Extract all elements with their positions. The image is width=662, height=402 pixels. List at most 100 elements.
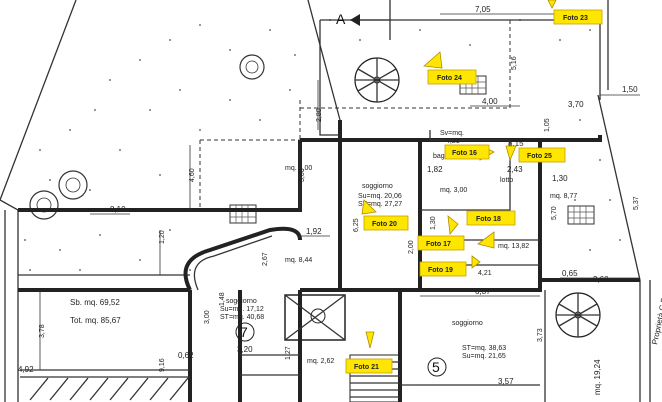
dimension-label: 8,10: [110, 205, 126, 214]
dimension-label: 2,00: [408, 240, 415, 254]
dimension-label: 1,27: [285, 346, 292, 360]
dimension-label: 1,30: [552, 174, 568, 183]
photo-tag-16[interactable]: Foto 16: [444, 144, 490, 160]
dimension-label: 3,73: [537, 328, 544, 342]
photo-tag-17[interactable]: Foto 17: [417, 235, 465, 251]
room-number-7: 7: [235, 322, 255, 342]
photo-tag-23[interactable]: Foto 23: [553, 9, 603, 25]
room-name-label: soggiorno: [452, 320, 483, 327]
room-number: 5: [432, 359, 440, 375]
room-number-5: 5: [427, 357, 447, 377]
photo-tag-label: Foto 18: [476, 216, 501, 223]
photo-arrow: [471, 255, 481, 269]
photo-tag-label: Foto 20: [372, 221, 397, 228]
dimension-label: 3,00: [299, 168, 306, 182]
photo-arrow: [477, 231, 495, 249]
room-area-label: Su=mq. 21,65: [462, 353, 506, 360]
dimension-label: 2,80: [316, 108, 323, 122]
room-area-label: Su=mq. 20,06: [358, 193, 402, 200]
spiral-stair-top: [354, 57, 400, 103]
dimension-label: 5,16: [511, 56, 518, 70]
dimension-labels: 7,05 1,50 3,70 4,00 2,80 3,00 4,60 8,10 …: [18, 5, 640, 386]
dashed-overhang: [199, 20, 511, 210]
photo-arrow: [447, 215, 459, 236]
photo-tag-24[interactable]: Foto 24: [427, 69, 477, 85]
section-marker-label: A: [336, 11, 346, 27]
room-area-label: mq. 3,00: [440, 187, 467, 194]
dimension-label: 3,70: [568, 100, 584, 109]
photo-tag-label: Foto 23: [563, 15, 588, 22]
room-area-label: 4,21: [446, 138, 460, 145]
room-name-label: soggiorno: [226, 298, 257, 305]
dimension-label: 1,92: [306, 227, 322, 236]
photo-tag-label: Foto 24: [437, 75, 462, 82]
dimension-label: 6,25: [353, 218, 360, 232]
photo-tag-25[interactable]: Foto 25: [518, 147, 566, 163]
room-area-label: ST=mq. 27,27: [358, 201, 402, 208]
curved-wall-inner: [193, 235, 273, 291]
photo-tag-label: Foto 25: [527, 153, 552, 160]
room-area-label: Su=mq. 17,12: [220, 306, 264, 313]
photo-tag-label: Foto 21: [354, 364, 379, 371]
photo-tag-18[interactable]: Foto 18: [466, 210, 516, 226]
dimension-label: 2,67: [262, 252, 269, 266]
dimension-label: 1,20: [159, 230, 166, 244]
garden-area-label: Sb. mq. 69,52: [70, 298, 120, 307]
dimension-label: 0,62: [178, 351, 194, 360]
photo-arrow: [423, 51, 443, 69]
photo-tag-19[interactable]: Foto 19: [419, 261, 467, 277]
photo-tag-label: Foto 16: [452, 150, 477, 157]
room-area-label: mq. 13,82: [498, 243, 529, 250]
dimension-label: 1,30: [430, 216, 437, 230]
dimension-label: 1,48: [219, 292, 226, 306]
photo-arrow: [365, 331, 375, 349]
room-area-label: Sv=mq.: [440, 130, 464, 137]
room-area-label: 4,21: [478, 270, 492, 277]
dimension-label: 9,16: [159, 358, 166, 372]
room-area-label: mq. 8,44: [285, 257, 312, 264]
room-area-label: mq. 2,62: [307, 358, 334, 365]
photo-arrow: [505, 145, 517, 162]
dimension-label: 3,57: [498, 377, 514, 386]
dimension-label: 4,92: [18, 365, 34, 374]
room-name-label: lotto: [500, 177, 513, 184]
dimension-label: 4,00: [482, 97, 498, 106]
dimension-label: 3,78: [39, 324, 46, 338]
curved-wall: [183, 226, 302, 291]
hatched-strip: [29, 377, 189, 401]
dimension-label: 1,05: [544, 118, 551, 132]
room-area-label: mq. 19,24: [593, 359, 602, 395]
dimension-label: 5,70: [551, 206, 558, 220]
spiral-stair-bottom: [555, 292, 601, 338]
room-area-label: mq. 8,77: [550, 193, 577, 200]
dimension-label: 3,20: [237, 345, 253, 354]
dimension-label: 1,50: [622, 85, 638, 94]
dimension-label: 4,60: [189, 168, 196, 182]
dimension-label: 7,05: [475, 5, 491, 14]
dimension-label: 3,60: [593, 275, 609, 284]
dimension-label: 6,37: [475, 287, 491, 296]
dimension-label: 2,43: [507, 165, 523, 174]
dimension-label: 5,37: [633, 196, 640, 210]
photo-tag-21[interactable]: Foto 21: [345, 358, 393, 374]
room-number: 7: [240, 324, 248, 340]
dimension-label: 3,00: [204, 310, 211, 324]
garden-total-label: Tot. mq. 85,67: [70, 316, 121, 325]
dimension-label: 8,15: [508, 139, 524, 148]
photo-tag-label: Foto 17: [426, 241, 451, 248]
photo-tag-20[interactable]: Foto 20: [363, 215, 409, 231]
dimension-label: 0,65: [562, 269, 578, 278]
room-name-label: soggiorno: [362, 183, 393, 190]
room-labels: mq. 3,00 mq. 3,00 soggiorno Su=mq. 20,06…: [70, 130, 577, 365]
dimension-label: 1,82: [427, 165, 443, 174]
photo-tag-label: Foto 19: [428, 267, 453, 274]
photo-arrow: [361, 199, 377, 215]
shaft: [284, 294, 346, 341]
room-area-label: mq. 3,00: [285, 165, 312, 172]
photo-arrow: [547, 0, 557, 9]
room-name-label: bagno: [433, 153, 453, 160]
room-area-label: ST=mq. 40,68: [220, 314, 264, 321]
